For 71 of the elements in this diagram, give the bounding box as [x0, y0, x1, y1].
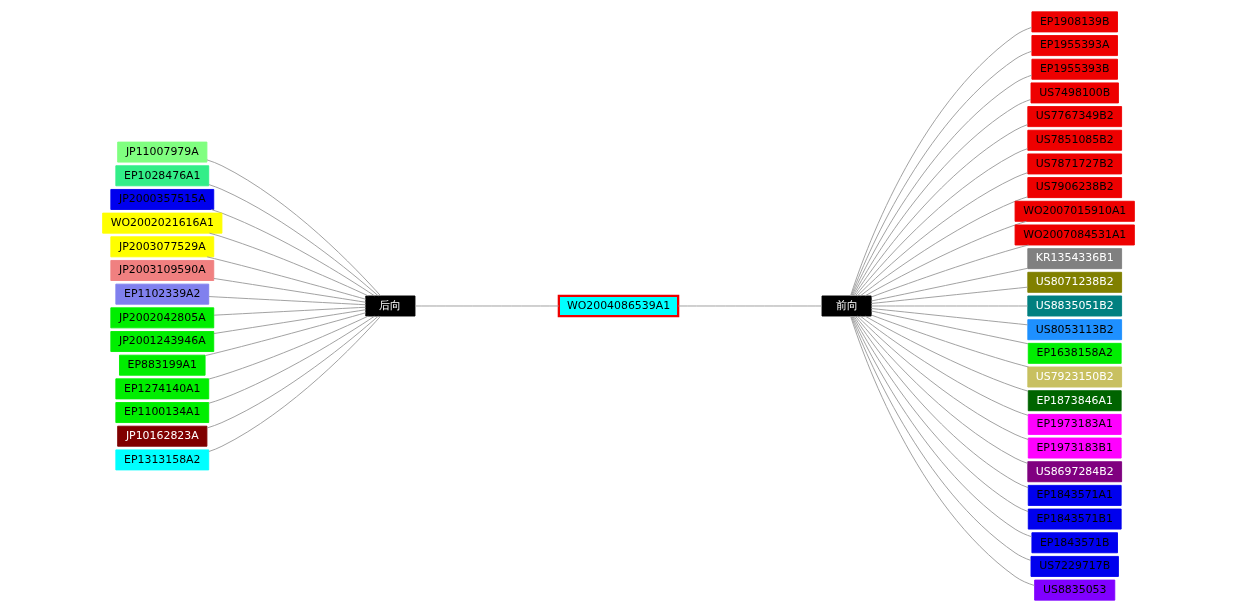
node-box: EP1973183B1 [1027, 437, 1122, 459]
node-box: JP11007979A [117, 141, 208, 163]
node-box: US7923150B2 [1027, 366, 1123, 388]
connector [856, 315, 1029, 440]
node-box: EP1028476A1 [115, 165, 210, 187]
node-box: WO2004086539A1 [557, 294, 680, 318]
connector [206, 159, 381, 297]
connector [870, 305, 1029, 307]
node-box: US7871727B2 [1027, 153, 1123, 175]
node-box: 前向 [821, 295, 872, 317]
node-box: KR1354336B1 [1027, 248, 1123, 270]
connector [208, 296, 367, 306]
node-box: US8835051B2 [1027, 295, 1123, 317]
connector [414, 305, 560, 307]
connector [213, 309, 366, 334]
node-box: US7906238B2 [1027, 177, 1123, 199]
node-box: US8071238B2 [1027, 271, 1123, 293]
connector [204, 312, 367, 357]
node-box: EP1638158A2 [1027, 342, 1122, 364]
connector [208, 315, 369, 380]
connector [870, 244, 1029, 298]
connector [209, 232, 369, 297]
connector [870, 267, 1029, 302]
node-box: US8053113B2 [1027, 319, 1123, 341]
node-box: EP883199A1 [119, 354, 206, 376]
node-box: US8835053 [1034, 579, 1116, 601]
node-box: EP1102339A2 [115, 283, 210, 305]
connector [208, 315, 381, 452]
node-box: EP1843571B1 [1027, 508, 1122, 530]
connector [208, 184, 379, 297]
node-box: EP1100134A1 [115, 402, 210, 423]
connector [864, 315, 1029, 392]
node-box: WO2007084531A1 [1014, 224, 1135, 246]
connector [870, 310, 1029, 345]
node-box: JP2001243946A [110, 331, 215, 352]
node-box: WO2007015910A1 [1014, 200, 1135, 222]
connector [864, 220, 1027, 297]
connector [213, 306, 366, 316]
node-box: JP2003109590A [110, 260, 215, 281]
connector [870, 286, 1029, 304]
connector [870, 308, 1029, 326]
connector [210, 209, 375, 297]
connector [213, 278, 366, 303]
connector [860, 196, 1029, 297]
node-box: US7851085B2 [1027, 129, 1123, 151]
connector [677, 305, 823, 307]
node-box: EP1274140A1 [115, 378, 210, 400]
node-box: EP1973183A1 [1027, 413, 1122, 435]
node-box: EP1873846A1 [1027, 390, 1122, 412]
node-box: EP1843571A1 [1027, 484, 1122, 506]
connector [856, 172, 1029, 297]
connector [208, 315, 375, 404]
node-box: WO2002021616A1 [102, 212, 223, 234]
node-box: JP2002042805A [110, 307, 215, 329]
node-box: US8697284B2 [1027, 461, 1123, 483]
connector [206, 315, 379, 429]
connector [870, 314, 1029, 368]
node-box: EP1313158A2 [115, 449, 210, 471]
node-box: 后向 [365, 295, 416, 317]
node-box: US7767349B2 [1027, 106, 1123, 128]
node-box: JP2000357515A [110, 189, 215, 210]
node-box: EP1908139B [1031, 11, 1118, 33]
node-box: JP2003077529A [110, 236, 215, 258]
node-box: US7498100B [1030, 82, 1119, 104]
node-box: EP1955393B [1031, 58, 1118, 80]
node-box: US7229717B [1030, 555, 1119, 577]
connector [206, 256, 367, 300]
node-box: JP10162823A [117, 425, 208, 447]
node-box: EP1843571B [1031, 532, 1118, 554]
connector [860, 315, 1029, 416]
node-box: EP1955393A [1031, 35, 1118, 57]
